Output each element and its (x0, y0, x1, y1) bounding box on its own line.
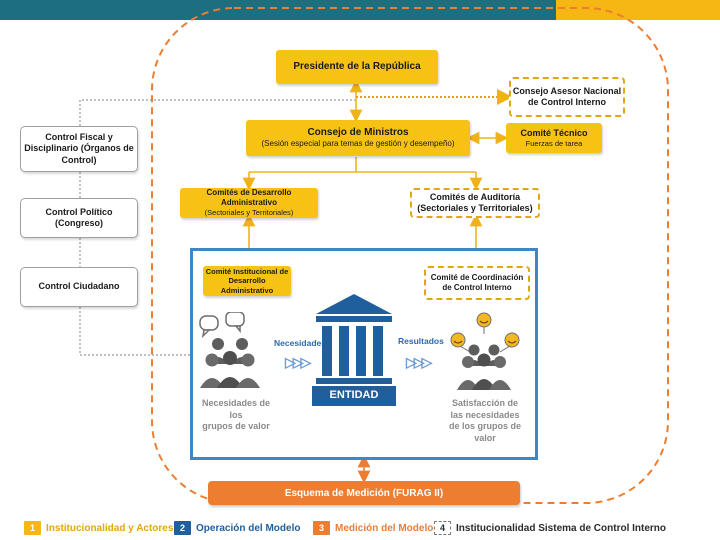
legend-item-4: 4 Institucionalidad Sistema de Control I… (434, 520, 666, 536)
satisfaction-caption-line1: Satisfacción de (451, 398, 519, 408)
technical-committee-box: Comité Técnico Fuerzas de tarea (506, 123, 602, 153)
satisfaction-caption-line3: de los grupos de (448, 421, 521, 432)
fiscal-control-line3: Control) (61, 154, 97, 165)
admin-dev-committees-subtitle: (Sectoriales y Territoriales) (204, 208, 294, 218)
political-control-label: Control Político (Congreso) (45, 206, 113, 228)
measurement-scheme-label: Esquema de Medición (FURAG II) (284, 487, 444, 499)
legend-label-3: Medición del Modelo (335, 522, 434, 534)
coordination-committee-box: Comité de Coordinación de Control Intern… (424, 266, 530, 300)
coordination-committee-line1: Comité de Coordinación (430, 273, 524, 282)
institutional-committee-line1: Comité Institucional de (205, 266, 289, 276)
results-chevrons-icon: ▷▷▷ (406, 354, 432, 370)
satisfaction-caption-line2: las necesidades (450, 409, 520, 420)
council-of-ministers-title: Consejo de Ministros (307, 126, 409, 138)
external-control-connector (79, 99, 355, 126)
legend-item-3: 3 Medición del Modelo (313, 520, 433, 536)
admin-dev-committees-title: Comités de Desarrollo Administrativo (206, 188, 292, 208)
president-label: Presidente de la República (293, 60, 421, 72)
fiscal-control-line2: Disciplinario (Órganos de (24, 143, 134, 154)
measurement-scheme-bar: Esquema de Medición (FURAG II) (208, 481, 520, 505)
needs-caption-line1: Necesidades de los (201, 398, 271, 420)
legend-item-2: 2 Operación del Modelo (174, 520, 300, 536)
needs-chevrons-icon: ▷▷▷ (285, 354, 311, 370)
needs-label: Necesidades (274, 338, 326, 348)
institutional-committee-box: Comité Institucional de Desarrollo Admin… (203, 266, 291, 296)
legend-label-2: Operación del Modelo (196, 522, 301, 534)
fiscal-control-box: Control Fiscal y Disciplinario (Órganos … (20, 126, 138, 172)
technical-committee-title: Comité Técnico (520, 127, 588, 138)
satisfied-group-icon (450, 312, 520, 390)
external-control-connector (79, 307, 192, 356)
admin-dev-committees-box: Comités de Desarrollo Administrativo (Se… (180, 188, 318, 218)
council-of-ministers-subtitle: (Sesión especial para temas de gestión y… (261, 139, 455, 149)
advisory-council-line2: de Control Interno (528, 97, 606, 107)
header-bar-teal (0, 0, 556, 20)
legend-badge-4: 4 (434, 521, 451, 535)
coordination-committee-line2: de Control Interno (442, 283, 512, 292)
legend-label-1: Institucionalidad y Actores (46, 522, 174, 534)
entity-label: ENTIDAD (329, 389, 379, 401)
audit-committees-title: Comités de Auditoría (429, 191, 521, 202)
president-box: Presidente de la República (276, 50, 438, 84)
legend-badge-1: 1 (24, 521, 41, 535)
council-of-ministers-box: Consejo de Ministros (Sesión especial pa… (246, 120, 470, 156)
fiscal-control-line1: Control Fiscal y (45, 132, 113, 143)
entity-building-icon (312, 294, 396, 406)
results-label: Resultados (398, 336, 444, 346)
advisory-council-box: Consejo Asesor Nacional de Control Inter… (509, 77, 625, 117)
citizen-control-label: Control Ciudadano (38, 281, 120, 292)
political-control-box: Control Político (Congreso) (20, 198, 138, 238)
legend-label-4: Institucionalidad Sistema de Control Int… (456, 522, 667, 534)
legend-item-1: 1 Institucionalidad y Actores (24, 520, 173, 536)
header-bar-gold (556, 0, 720, 20)
people-group-icon (199, 312, 260, 388)
satisfaction-caption: Satisfacción de las necesidades de los g… (442, 398, 528, 445)
audit-committees-subtitle: (Sectoriales y Territoriales) (417, 203, 533, 213)
citizen-control-box: Control Ciudadano (20, 267, 138, 307)
audit-committees-box: Comités de Auditoría (Sectoriales y Terr… (410, 188, 540, 218)
needs-caption-line2: grupos de valor (202, 421, 270, 432)
satisfaction-caption-line4: valor (474, 433, 496, 444)
legend-badge-3: 3 (313, 521, 330, 535)
advisory-council-line1: Consejo Asesor Nacional (512, 85, 622, 96)
technical-committee-subtitle: Fuerzas de tarea (525, 138, 583, 148)
needs-caption: Necesidades de los grupos de valor (196, 398, 276, 433)
institutional-committee-line2: Desarrollo Administrativo (220, 276, 274, 295)
legend-badge-2: 2 (174, 521, 191, 535)
